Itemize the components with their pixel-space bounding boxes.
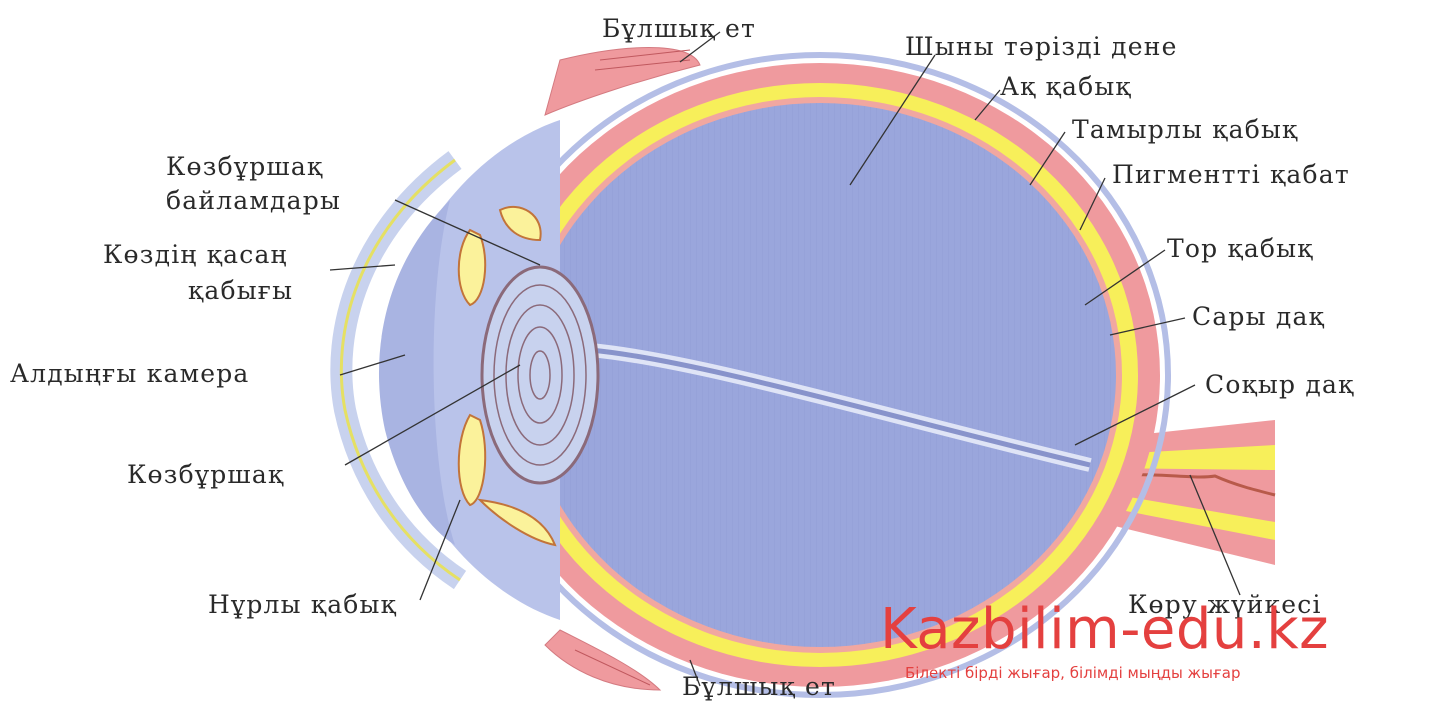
watermark-brand: Kazbilim-edu.kz [880,600,1329,660]
label-vitreous-body: Шыны тәрізді дене [905,32,1178,62]
label-iris: Нұрлы қабық [208,590,397,620]
lens [482,267,598,483]
label-cornea-1: Көздің қасаң [103,240,288,270]
label-muscle-bottom: Бұлшық ет [682,672,836,702]
label-anterior-chamber: Алдыңғы камера [10,359,250,389]
label-lens: Көзбұршақ [127,460,284,490]
watermark-slogan: Білекті бірді жығар, білімді мыңды жығар [905,664,1241,682]
label-cornea-2: қабығы [188,276,293,306]
label-yellow-spot: Сары дақ [1192,302,1325,332]
label-blind-spot: Соқыр дақ [1205,370,1354,400]
label-retina: Тор қабық [1167,234,1314,264]
label-pigment-layer: Пигментті қабат [1112,160,1350,190]
label-lens-ligaments-2: байламдары [166,186,341,216]
label-lens-ligaments-1: Көзбұршақ [166,152,323,182]
label-sclera: Ақ қабық [1000,72,1132,102]
label-choroid: Тамырлы қабық [1072,115,1298,145]
label-muscle-top: Бұлшық ет [602,14,756,44]
